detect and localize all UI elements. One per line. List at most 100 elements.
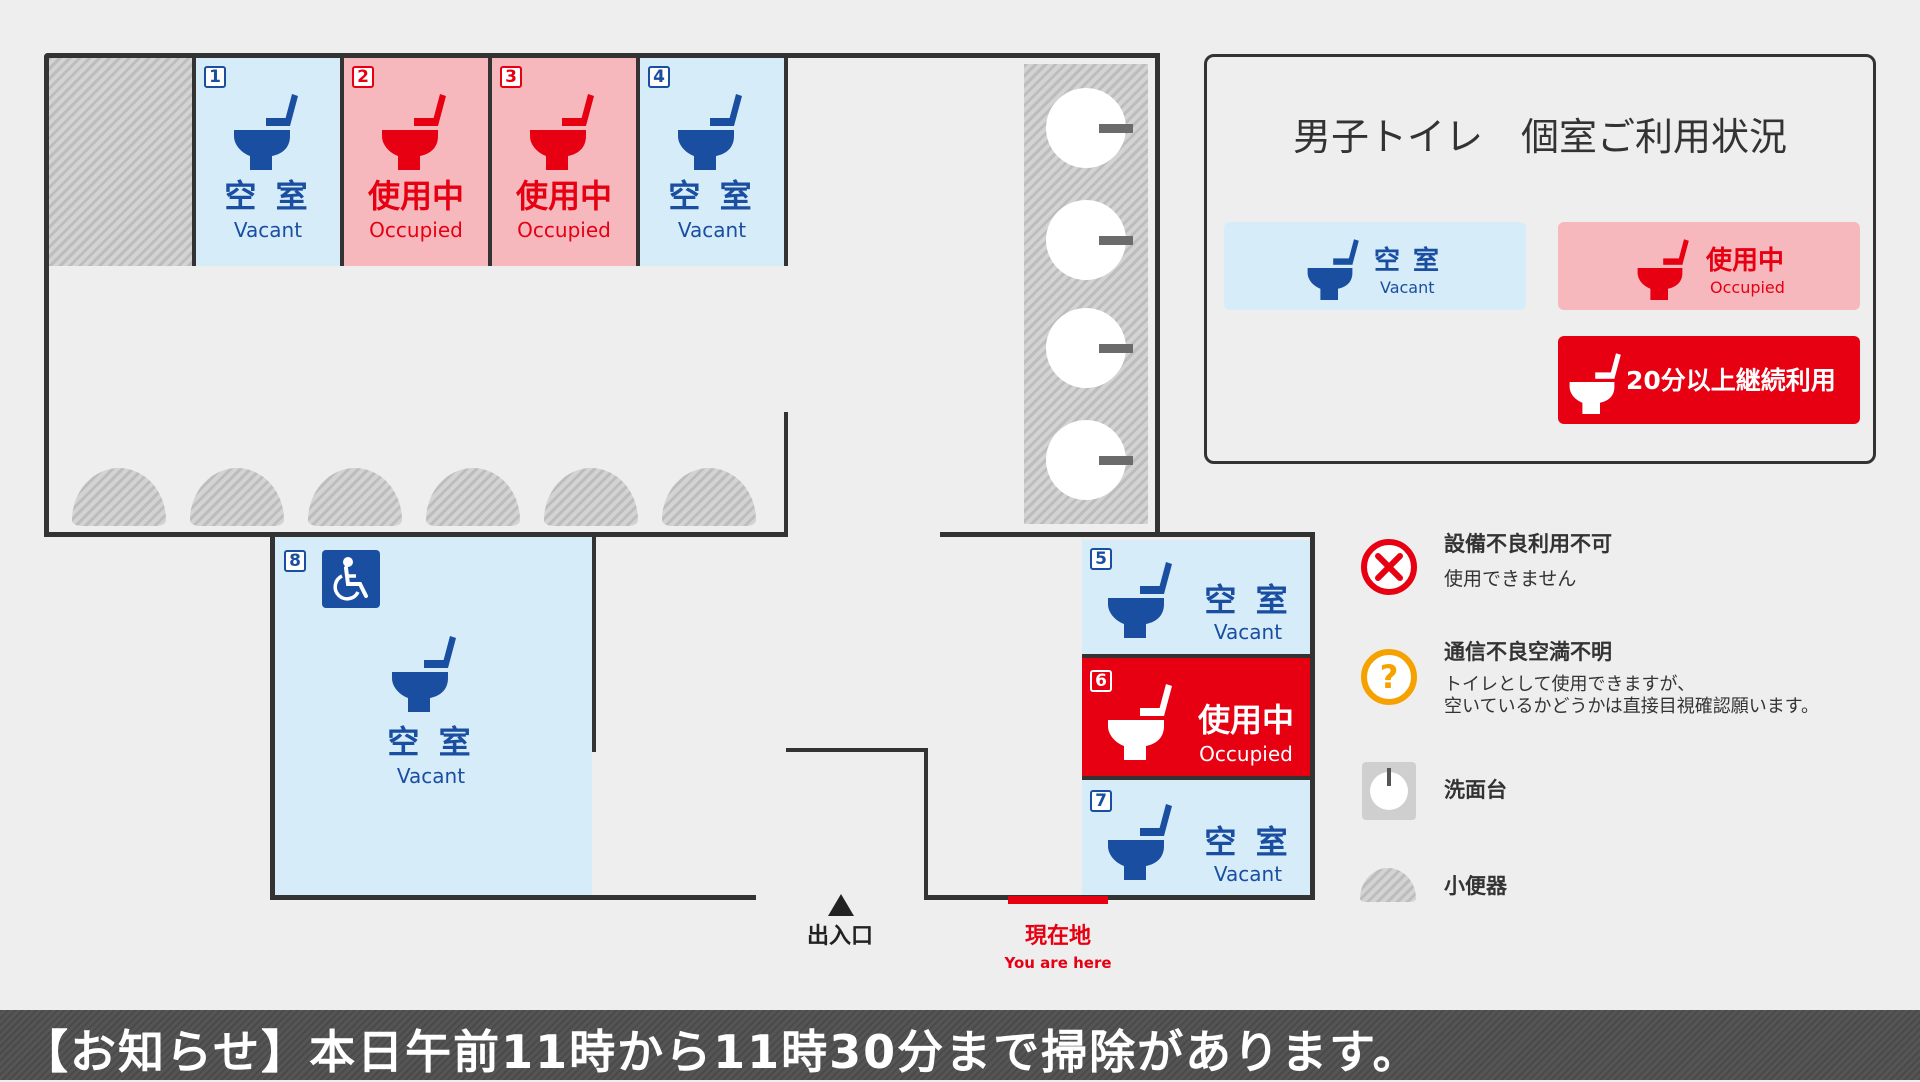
wall xyxy=(192,58,196,266)
urinal xyxy=(544,468,638,526)
legend-long-use-label: 20分以上継続利用 xyxy=(1626,366,1836,395)
stall-status-en: Occupied xyxy=(1199,742,1293,766)
unknown-title: 通信不良空満不明 xyxy=(1444,640,1612,664)
corridor xyxy=(592,752,598,896)
urinal xyxy=(662,468,756,526)
current-location-label-en: You are here xyxy=(1004,954,1112,972)
wall xyxy=(940,532,1314,537)
storage-area xyxy=(48,58,192,266)
wall xyxy=(786,748,928,752)
wall xyxy=(784,412,788,537)
urinal xyxy=(308,468,402,526)
wall xyxy=(1082,776,1312,780)
unknown-desc-line2: 空いているかどうかは直接目視確認願います。 xyxy=(1444,696,1819,717)
wall xyxy=(1155,53,1160,537)
toilet-icon xyxy=(1108,804,1172,880)
wheelchair-icon xyxy=(322,550,380,608)
stall-number: 1 xyxy=(204,66,226,88)
wall xyxy=(924,895,1314,900)
wall xyxy=(44,53,49,537)
malfunction-title: 設備不良利用不可 xyxy=(1444,532,1612,556)
stall-status-en: Occupied xyxy=(369,218,463,242)
wall xyxy=(1082,654,1312,658)
wall xyxy=(44,53,1160,58)
toilet-icon xyxy=(1637,239,1689,300)
toilet-icon xyxy=(678,94,742,170)
stall-status-en: Occupied xyxy=(517,218,611,242)
legend-long-use: 20分以上継続利用 xyxy=(1558,336,1860,424)
stall-status-jp: 使用中 xyxy=(1197,701,1294,739)
urinal xyxy=(190,468,284,526)
question-circle-icon: ? xyxy=(1361,649,1417,705)
legend-vacant-jp: 空 室 xyxy=(1374,246,1442,276)
toilet-icon xyxy=(392,636,456,712)
stall-status-jp: 空 室 xyxy=(1204,823,1292,861)
stall-status-jp: 空 室 xyxy=(1204,581,1292,619)
toilet-icon xyxy=(1569,353,1621,414)
svg-text:?: ? xyxy=(1380,658,1399,696)
wall xyxy=(488,58,492,266)
notice-bar xyxy=(0,1010,1920,1080)
stall-number: 7 xyxy=(1090,790,1112,812)
stall-status-jp: 空 室 xyxy=(387,723,475,761)
stall-status-jp: 使用中 xyxy=(515,177,612,215)
toilet-icon xyxy=(1108,684,1172,760)
stall-6[interactable]: 6 使用中 Occupied xyxy=(1082,658,1310,776)
x-circle-icon xyxy=(1361,539,1417,595)
urinal xyxy=(426,468,520,526)
stall-number: 8 xyxy=(284,550,306,572)
toilet-icon xyxy=(1307,239,1359,300)
stall-7[interactable]: 7 空 室 Vacant xyxy=(1082,780,1310,896)
urinal-icon xyxy=(1360,868,1416,902)
stall-2[interactable]: 2 使用中 Occupied xyxy=(344,58,488,266)
triangle-up-icon xyxy=(828,894,854,916)
sink-faucet xyxy=(1099,344,1133,353)
stall-status-jp: 空 室 xyxy=(224,177,312,215)
stall-8-accessible[interactable]: 8 空 室 Vacant xyxy=(274,536,592,896)
toilet-icon xyxy=(530,94,594,170)
sink-faucet xyxy=(1099,236,1133,245)
wall xyxy=(1310,532,1315,900)
stall-3[interactable]: 3 使用中 Occupied xyxy=(492,58,636,266)
stall-5[interactable]: 5 空 室 Vacant xyxy=(1082,540,1310,654)
wall xyxy=(636,58,640,266)
toilet-icon xyxy=(234,94,298,170)
stall-status-en: Vacant xyxy=(1213,862,1283,886)
wall xyxy=(592,532,596,752)
urinal xyxy=(72,468,166,526)
wall xyxy=(924,748,928,900)
stall-number: 3 xyxy=(500,66,522,88)
stall-number: 2 xyxy=(352,66,374,88)
stall-status-en: Vacant xyxy=(396,764,466,788)
toilet-icon xyxy=(1108,562,1172,638)
notice-text: 【お知らせ】本日午前11時から11時30分まで掃除があります。 xyxy=(22,1025,1421,1079)
urinal-label: 小便器 xyxy=(1444,874,1507,898)
stall-4[interactable]: 4 空 室 Vacant xyxy=(640,58,784,266)
wall xyxy=(44,532,788,537)
stall-status-en: Vacant xyxy=(1213,620,1283,644)
stall-number: 5 xyxy=(1090,548,1112,570)
current-location-label-jp: 現在地 xyxy=(1024,924,1091,949)
legend-occupied-jp: 使用中 xyxy=(1706,246,1785,276)
stall-1[interactable]: 1 空 室 Vacant xyxy=(196,58,340,266)
wall xyxy=(340,58,344,266)
legend-title: 男子トイレ 個室ご利用状況 xyxy=(1292,115,1787,159)
wall xyxy=(270,895,756,900)
stall-status-jp: 使用中 xyxy=(367,177,464,215)
entrance-label: 出入口 xyxy=(806,924,873,949)
stall-status-en: Vacant xyxy=(233,218,303,242)
legend-occupied: 使用中 Occupied xyxy=(1558,222,1860,310)
stall-number: 4 xyxy=(648,66,670,88)
stall-number: 6 xyxy=(1090,670,1112,692)
legend-occupied-en: Occupied xyxy=(1710,278,1785,297)
sink-faucet xyxy=(1099,456,1133,465)
current-location-marker xyxy=(1008,896,1108,904)
toilet-icon xyxy=(382,94,446,170)
stall-status-jp: 空 室 xyxy=(668,177,756,215)
sink-label: 洗面台 xyxy=(1444,778,1507,802)
unknown-desc-line1: トイレとして使用できますが、 xyxy=(1444,674,1696,695)
legend-vacant-en: Vacant xyxy=(1380,278,1435,297)
malfunction-desc: 使用できません xyxy=(1444,568,1577,590)
wall xyxy=(270,532,275,900)
stall-status-en: Vacant xyxy=(677,218,747,242)
